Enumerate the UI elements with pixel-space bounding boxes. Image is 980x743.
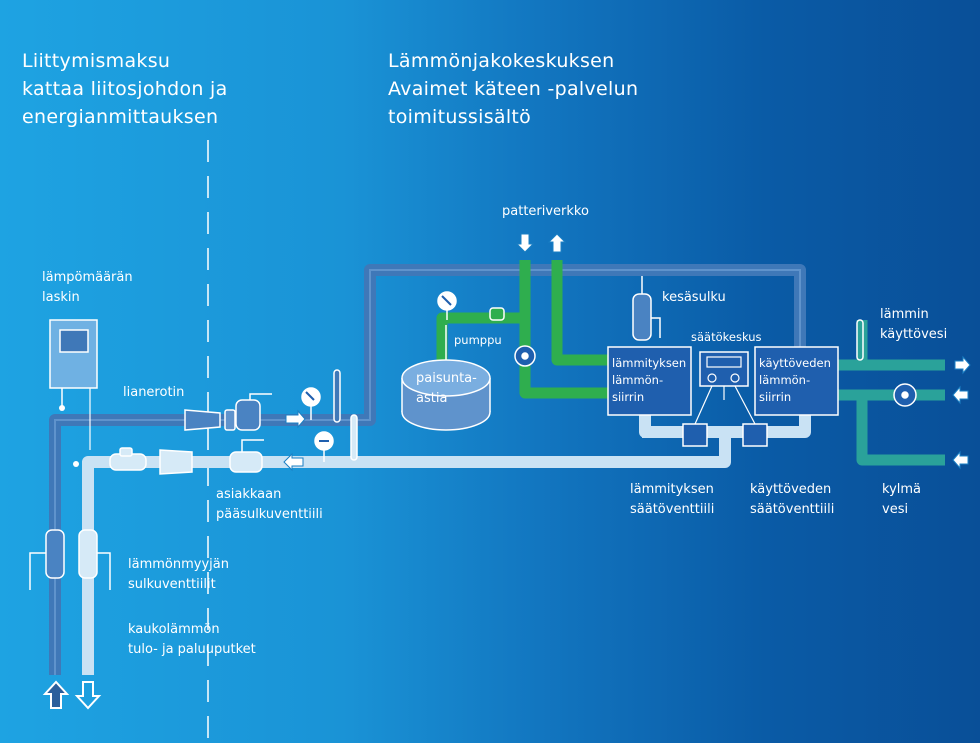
- label-dhw-control-valve: käyttöveden säätöventtiili: [750, 482, 835, 517]
- controller-icon: [694, 351, 756, 425]
- strainer-icon: [184, 393, 272, 431]
- label-district-pipes: kaukolämmön tulo- ja paluuputket: [128, 622, 256, 657]
- flow-arrow-right-icon: [285, 409, 306, 429]
- heating-control-valve-icon: [682, 423, 708, 447]
- label-radiator-network: patteriverkko: [502, 204, 589, 219]
- sensor-icon: [333, 369, 341, 423]
- flow-arrow-right-icon: [954, 355, 971, 375]
- sensor-icon: [350, 414, 358, 461]
- heading-turnkey: Lämmönjakokeskuksen Avaimet käteen -palv…: [388, 50, 639, 128]
- label-hot-water: lämmin käyttövesi: [880, 307, 948, 342]
- label-controller: säätökeskus: [691, 330, 762, 344]
- label-summer-valve: kesäsulku: [662, 290, 726, 305]
- pump-icon: [514, 345, 917, 407]
- pressure-gauge-icon: [301, 291, 457, 462]
- sensor-icon: [856, 319, 864, 361]
- label-pump: pumppu: [454, 333, 502, 347]
- flow-arrow-up-icon: [547, 233, 567, 253]
- seller-valve-icon: [29, 529, 111, 590]
- summer-valve-icon: [632, 276, 661, 341]
- label-strainer: lianerotin: [123, 385, 185, 400]
- label-heating-control-valve: lämmityksen säätöventtiili: [630, 482, 715, 517]
- dhw-exchanger-box: [754, 346, 839, 416]
- label-customer-valve: asiakkaan pääsulkuventtiili: [216, 487, 323, 522]
- heating-exchanger-box: [607, 346, 692, 416]
- label-seller-valves: lämmönmyyjän sulkuventtiilit: [128, 557, 229, 592]
- heat-meter-icon: [49, 319, 98, 467]
- expansion-tank-icon: [401, 325, 491, 431]
- flow-arrow-left-icon: [952, 385, 969, 405]
- flow-arrow-down-icon: [515, 233, 535, 253]
- flow-arrow-left-icon: [952, 450, 969, 470]
- heading-connection-fee: Liittymismaksu kattaa liitosjohdon ja en…: [22, 50, 228, 128]
- label-cold-water: kylmä vesi: [882, 482, 921, 517]
- supply-arrow-up-icon: [42, 680, 70, 709]
- return-arrow-down-icon: [74, 681, 102, 710]
- flow-arrow-left-icon: [283, 452, 304, 472]
- return-valve-icon: [109, 439, 264, 475]
- label-dhw-exchanger: käyttöveden lämmön- siirrin: [759, 356, 831, 404]
- label-heating-exchanger: lämmityksen lämmön- siirrin: [612, 356, 687, 404]
- label-expansion-tank: paisunta- astia: [416, 371, 477, 406]
- dhw-control-valve-icon: [742, 423, 768, 447]
- radiator-valve-icon: [489, 307, 505, 321]
- label-heat-meter: lämpömäärän laskin: [42, 270, 133, 305]
